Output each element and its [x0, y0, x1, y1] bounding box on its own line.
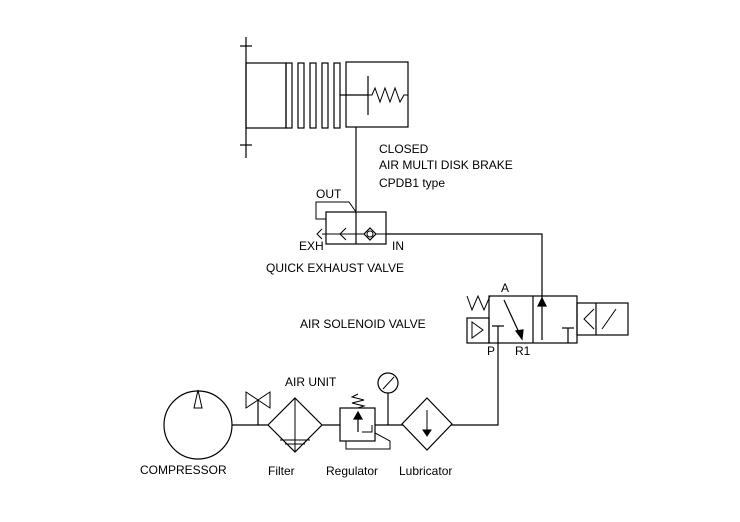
- multi-disk-brake: [240, 37, 409, 158]
- air-solenoid-valve: [466, 294, 629, 344]
- compressor: [163, 389, 233, 460]
- qev-out-label: OUT: [316, 187, 342, 201]
- brake-type-label: CPDB1 type: [379, 176, 445, 190]
- port-a-label: A: [501, 281, 509, 295]
- pilot-triangle-icon: [471, 321, 484, 339]
- port-r1-label: R1: [515, 344, 531, 358]
- disk-plates: [285, 62, 341, 129]
- qev-in-label: IN: [392, 239, 404, 253]
- regulator: [339, 372, 399, 450]
- check-ball-icon: [363, 227, 377, 241]
- brake-spring-icon: [368, 86, 408, 104]
- quick-exhaust-valve: [315, 201, 387, 245]
- port-p-label: P: [487, 344, 495, 358]
- solenoid-arrow-icon: [583, 308, 595, 330]
- lubricator: [401, 397, 453, 451]
- air-unit-label: AIR UNIT: [285, 375, 337, 389]
- regulator-spring-icon: [350, 393, 366, 409]
- compressor-label: COMPRESSOR: [140, 463, 227, 477]
- qev-name-label: QUICK EXHAUST VALVE: [266, 261, 404, 275]
- lubricator-label: Lubricator: [399, 464, 452, 478]
- filter-label: Filter: [268, 464, 295, 478]
- brake-status-label: CLOSED: [379, 142, 429, 156]
- check-arrow-icon: [339, 227, 347, 241]
- compressor-triangle-icon: [193, 389, 203, 409]
- filter: [245, 391, 323, 453]
- solenoid-name-label: AIR SOLENOID VALVE: [300, 317, 426, 331]
- exhaust-arrow-icon: [316, 228, 323, 240]
- air-lines: [232, 127, 543, 426]
- qev-exh-label: EXH: [299, 239, 324, 253]
- return-spring-icon: [466, 294, 491, 312]
- brake-name-label: AIR MULTI DISK BRAKE: [379, 158, 513, 172]
- regulator-label: Regulator: [326, 464, 378, 478]
